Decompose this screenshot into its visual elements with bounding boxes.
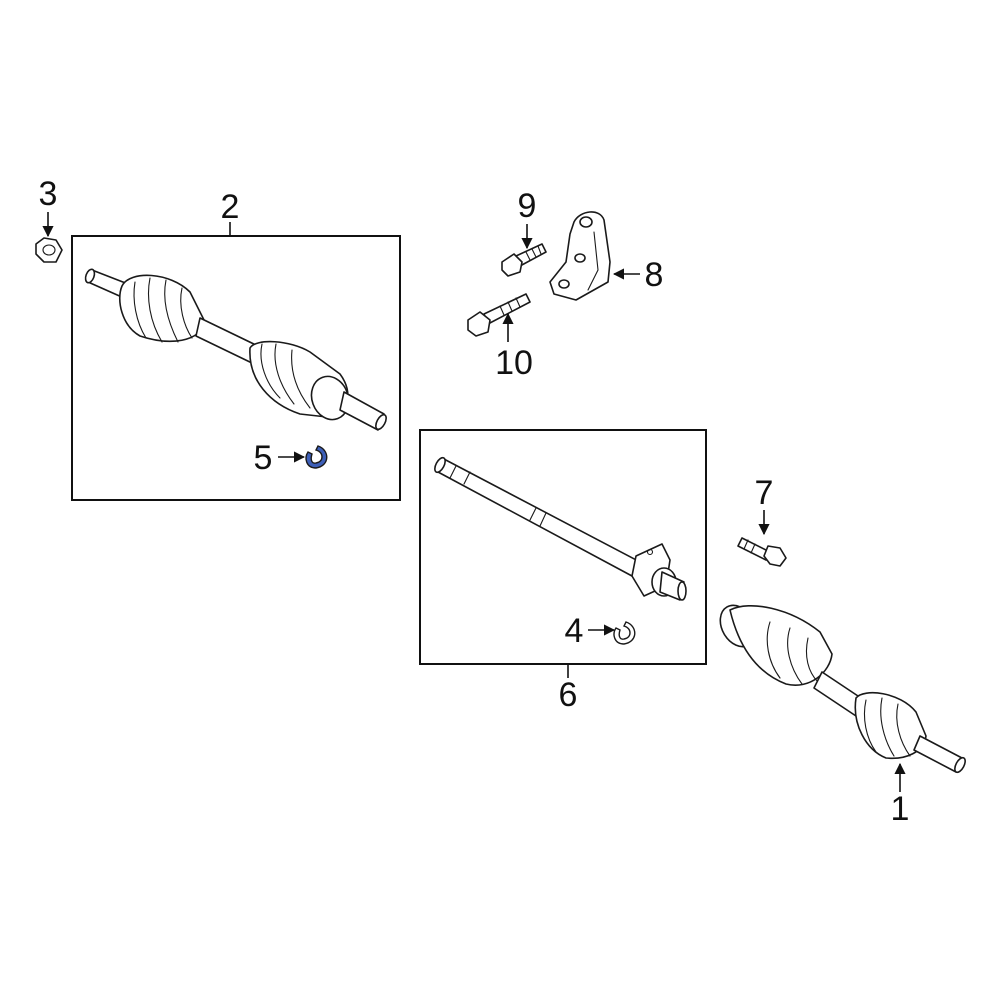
left-axle-shaft[interactable] <box>84 268 388 431</box>
group-frame-6 <box>419 429 707 665</box>
callout-8[interactable]: 8 <box>645 256 664 294</box>
callout-3[interactable]: 3 <box>39 175 58 213</box>
callout-1[interactable]: 1 <box>891 790 910 828</box>
bolt-9[interactable] <box>501 243 547 277</box>
callout-7[interactable]: 7 <box>755 474 774 512</box>
intermediate-shaft-6[interactable] <box>433 456 687 601</box>
callout-9[interactable]: 9 <box>518 187 537 225</box>
bolt-10[interactable] <box>467 293 531 337</box>
hex-nut-3[interactable] <box>35 237 63 263</box>
callout-6[interactable]: 6 <box>559 676 578 714</box>
callout-10[interactable]: 10 <box>495 344 533 382</box>
callout-4[interactable]: 4 <box>565 612 584 650</box>
bolt-7[interactable] <box>737 537 787 567</box>
group-frame-2 <box>71 235 401 501</box>
bracket-8[interactable] <box>549 211 611 301</box>
circlip-4[interactable] <box>613 621 636 645</box>
callout-2[interactable]: 2 <box>221 188 240 226</box>
circlip-5[interactable] <box>305 445 328 469</box>
callout-5[interactable]: 5 <box>254 439 273 477</box>
right-axle-shaft[interactable] <box>713 599 967 774</box>
